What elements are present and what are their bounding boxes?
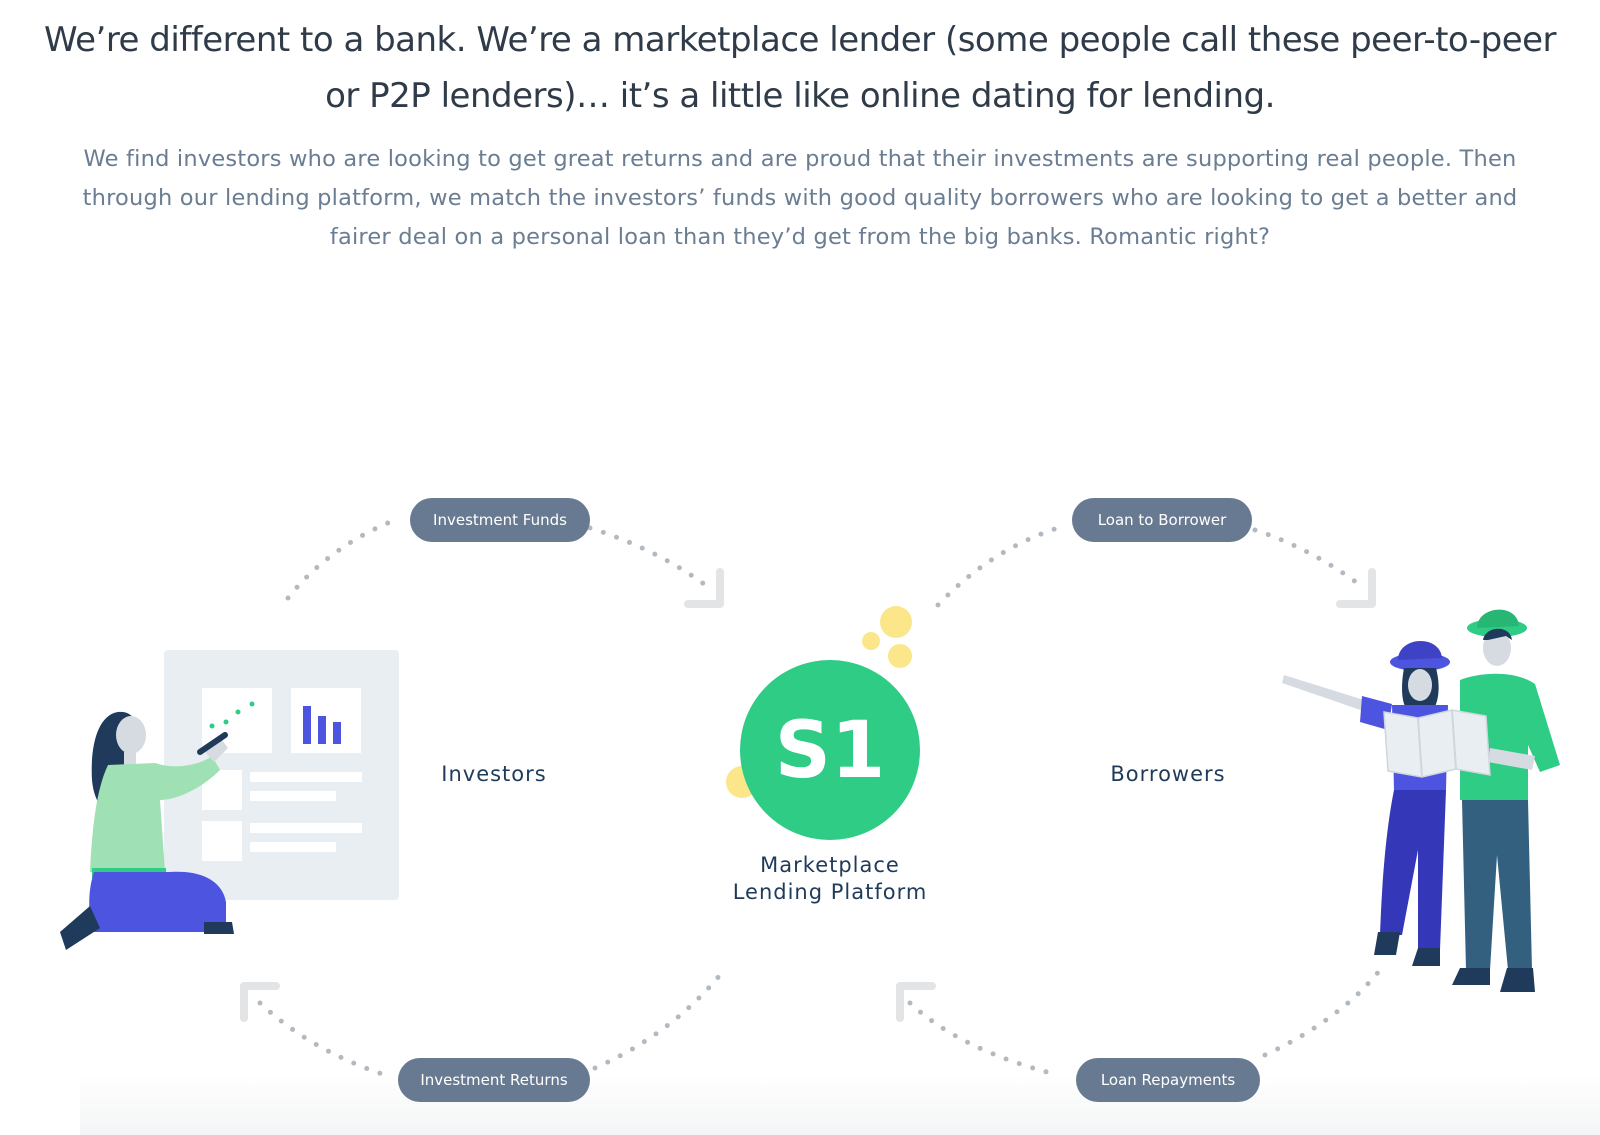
investors-label: Investors bbox=[441, 762, 546, 786]
arrow-head-icon bbox=[684, 568, 724, 608]
s1-logo-circle bbox=[740, 660, 920, 840]
arm-pointing bbox=[1282, 675, 1380, 716]
bottom-fade bbox=[80, 1075, 1600, 1135]
intro-line-2: through our lending platform, we match t… bbox=[82, 185, 1518, 211]
arm-forward bbox=[205, 740, 228, 762]
arrow-head-icon bbox=[1336, 568, 1376, 608]
shoe bbox=[1500, 968, 1535, 992]
arrow-head-icon bbox=[240, 982, 280, 1022]
intro-paragraph: We find investors who are looking to get… bbox=[20, 140, 1580, 257]
hair bbox=[1483, 628, 1512, 640]
pill-investment-returns: Investment Returns bbox=[398, 1058, 590, 1102]
intro-line-1: We find investors who are looking to get… bbox=[83, 146, 1517, 172]
pill-label: Investment Funds bbox=[433, 511, 567, 529]
arc-investment-funds bbox=[285, 515, 715, 601]
investor-illustration bbox=[60, 650, 399, 950]
borrowers-illustration bbox=[1282, 609, 1560, 992]
headline-line-1: We’re different to a bank. We’re a marke… bbox=[43, 20, 1557, 60]
map bbox=[1383, 709, 1491, 778]
shoe bbox=[1452, 968, 1490, 985]
pants bbox=[1462, 800, 1532, 970]
pill-investment-funds: Investment Funds bbox=[410, 498, 590, 542]
shoe bbox=[204, 922, 234, 934]
pill-label: Loan to Borrower bbox=[1098, 511, 1227, 529]
headline: We’re different to a bank. We’re a marke… bbox=[0, 12, 1600, 124]
platform-logo: S1 bbox=[726, 606, 920, 840]
s1-logo-text: S1 bbox=[775, 706, 885, 796]
arrow-head-icon bbox=[896, 982, 936, 1022]
hat-crown bbox=[1398, 640, 1442, 660]
boot bbox=[60, 906, 100, 950]
hat-crown bbox=[1477, 609, 1519, 628]
platform-label-line-2: Lending Platform bbox=[733, 880, 928, 904]
headline-line-2: or P2P lenders)… it’s a little like onli… bbox=[325, 76, 1275, 116]
face bbox=[1408, 669, 1432, 701]
decor-bubble bbox=[880, 606, 912, 638]
platform-label-line-1: Marketplace bbox=[760, 853, 900, 877]
pill-loan-repayments: Loan Repayments bbox=[1076, 1058, 1260, 1102]
shoe bbox=[1374, 932, 1400, 955]
decor-bubble bbox=[862, 632, 880, 650]
arc-loan-repayments bbox=[907, 967, 1383, 1078]
arc-loan-to-borrower bbox=[935, 525, 1363, 608]
sweater bbox=[90, 756, 220, 872]
hand bbox=[1488, 748, 1535, 770]
borrowers-label: Borrowers bbox=[1110, 762, 1225, 786]
pill-label: Investment Returns bbox=[420, 1071, 568, 1089]
pill-loan-to-borrower: Loan to Borrower bbox=[1072, 498, 1252, 542]
flow-arcs bbox=[257, 515, 1383, 1078]
intro-line-3: fairer deal on a personal loan than they… bbox=[329, 224, 1271, 250]
shoe bbox=[1412, 948, 1440, 966]
arc-investment-returns bbox=[257, 972, 723, 1078]
pill-label: Loan Repayments bbox=[1101, 1071, 1236, 1089]
stylus bbox=[197, 732, 228, 755]
pants bbox=[89, 871, 226, 932]
face bbox=[116, 716, 146, 754]
arrow-heads bbox=[240, 568, 1376, 1022]
pants bbox=[1380, 790, 1446, 950]
decor-bubble bbox=[888, 644, 912, 668]
